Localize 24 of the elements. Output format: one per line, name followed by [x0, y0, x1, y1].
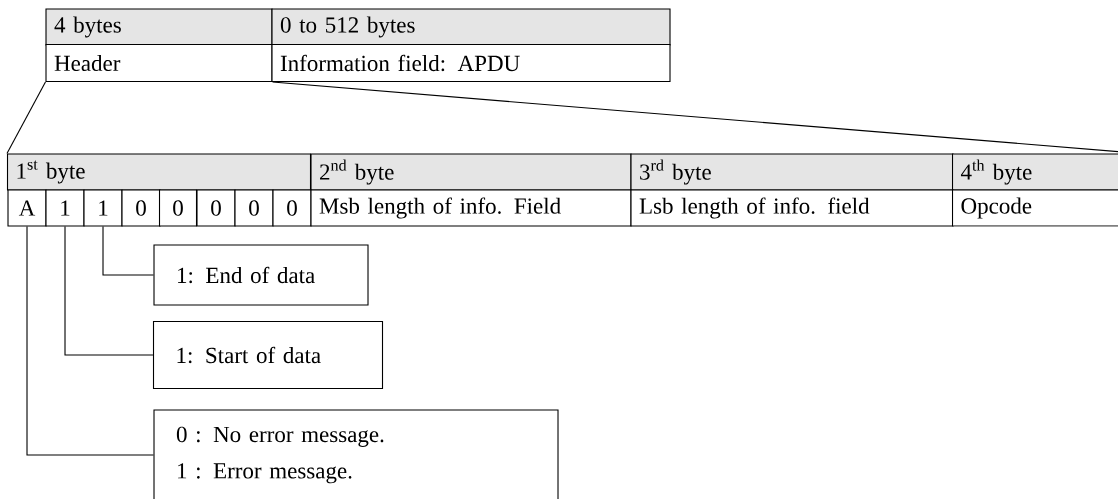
- bit-cell: 0: [234, 189, 274, 227]
- header-cell: 2$^{nd}$ byte: [310, 153, 632, 191]
- leader-line: [64, 226, 154, 356]
- table-cell: Opcode: [951, 189, 1118, 227]
- bit-cell: 0: [272, 189, 312, 227]
- note-box: 0 : No error message. 1 : Error message.: [153, 409, 559, 499]
- header-cell: 4$^{th}$ byte: [951, 153, 1118, 191]
- bit-cell: 0: [158, 189, 198, 227]
- note-box: 1: Start of data: [152, 320, 384, 390]
- header-cell: 1$^{st}$ byte: [6, 153, 312, 191]
- bit-cell: 0: [121, 189, 161, 227]
- table-cell: Information field: APDU: [271, 43, 671, 83]
- bit-cell: 0: [196, 189, 236, 227]
- header-cell: 4 bytes: [45, 8, 273, 46]
- zoom-line: [272, 81, 1118, 154]
- header-cell: 0 to 512 bytes: [271, 8, 671, 46]
- table-cell: Header: [45, 43, 273, 83]
- bit-cell: 1: [45, 189, 85, 227]
- leader-line: [102, 226, 154, 276]
- note-box: 1: End of data: [153, 244, 369, 306]
- bit-cell: A: [7, 189, 47, 227]
- zoom-line: [6, 81, 46, 154]
- leader-line: [26, 226, 154, 456]
- bit-cell: 1: [83, 189, 123, 227]
